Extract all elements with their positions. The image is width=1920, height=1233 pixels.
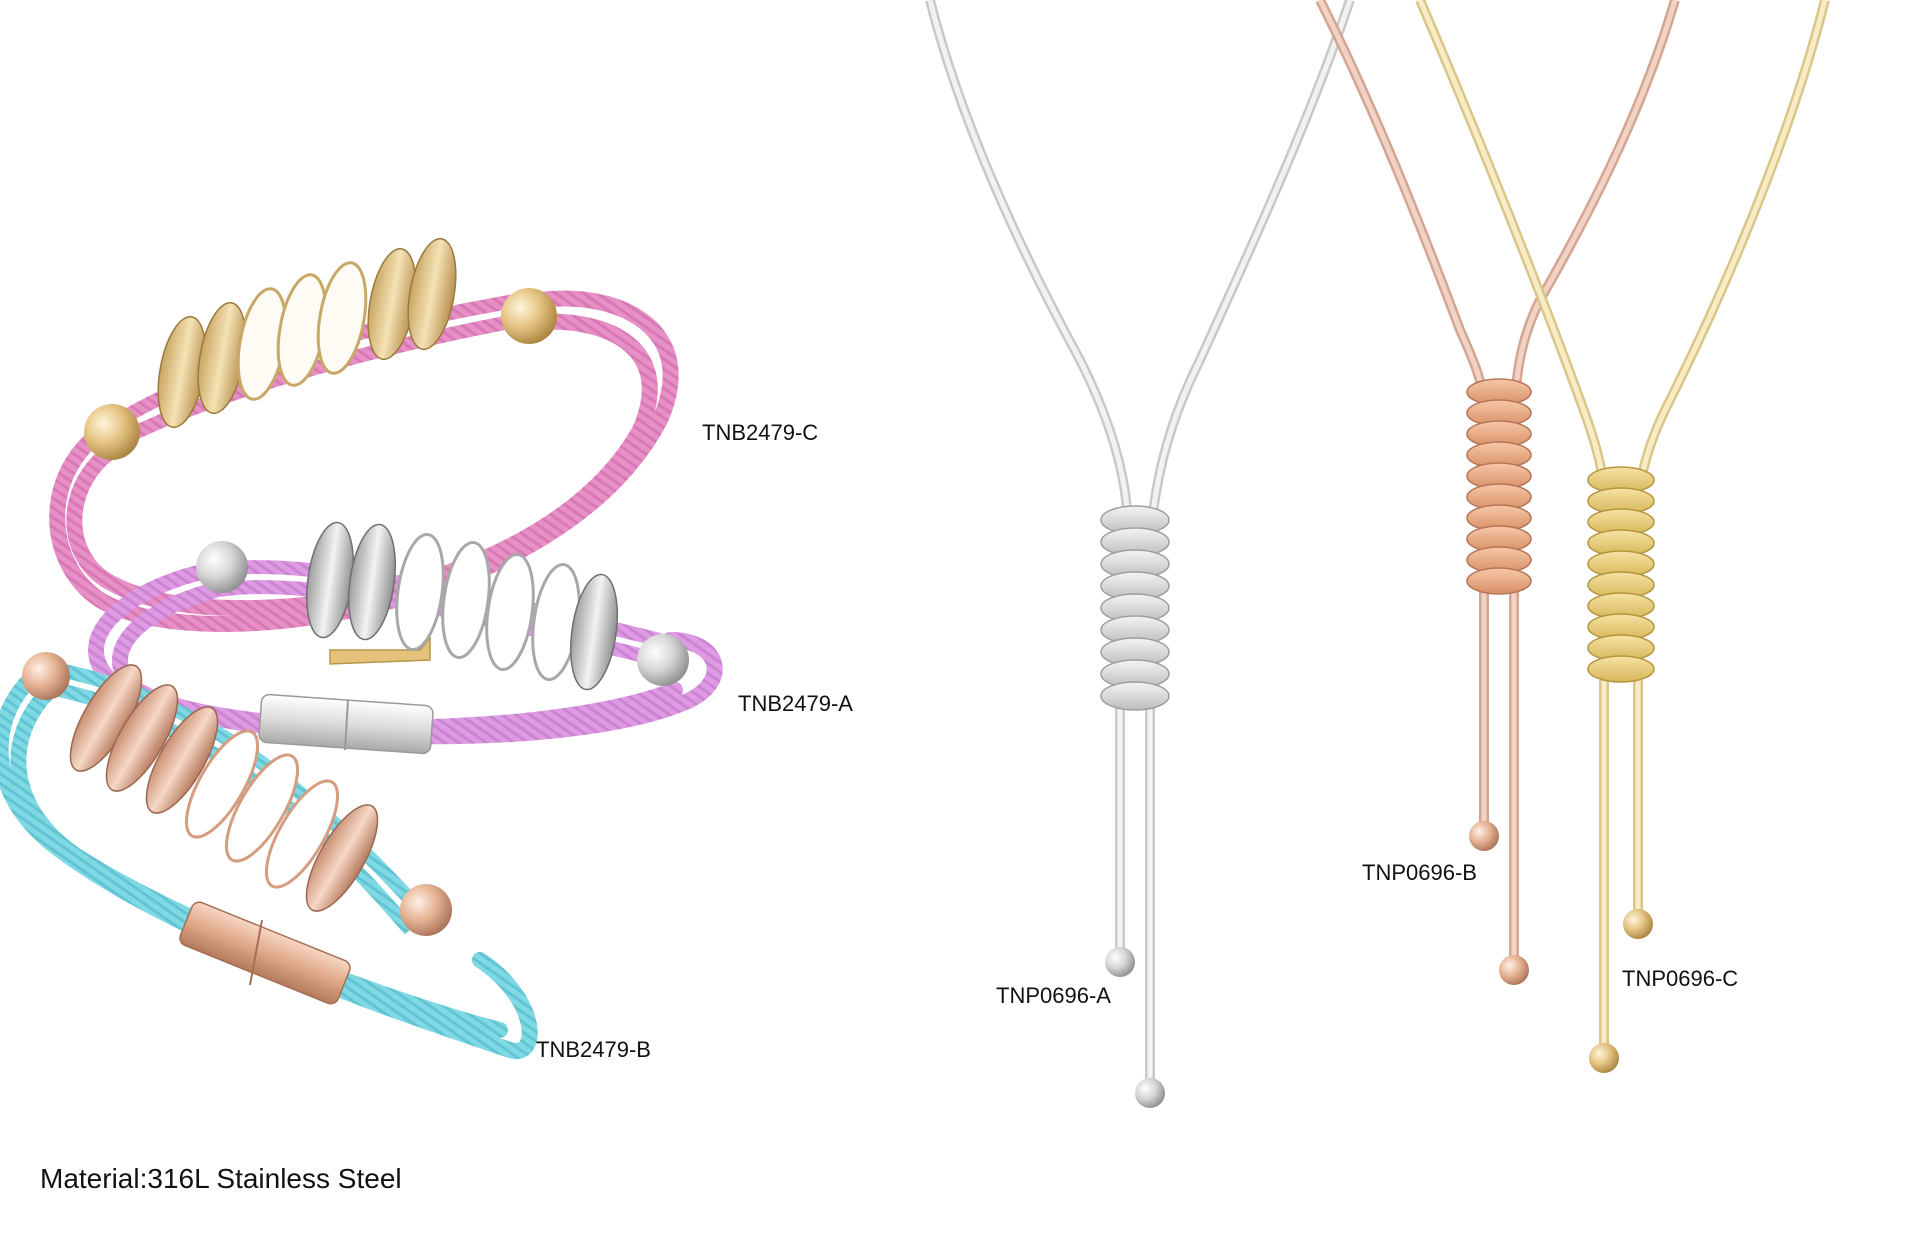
label-tnb2479-b: TNB2479-B [536,1037,651,1062]
necklace-tnp0696-c [1415,0,1830,1073]
bracelet-tnb2479-b [0,652,538,1059]
bracelet-c-leaves [157,237,457,429]
label-tnb2479-a: TNB2479-A [738,691,853,716]
bracelet-tnb2479-c [49,237,679,632]
bracelet-b-clasp [179,901,351,1005]
necklace-tnp0696-a [925,0,1355,1108]
necklace-tnp0696-b [1315,0,1680,985]
necklace-c-slider [1587,466,1655,683]
label-tnp0696-c: TNP0696-C [1622,966,1739,991]
label-tnb2479-c: TNB2479-C [702,420,819,445]
material-caption: Material:316L Stainless Steel [40,1163,402,1194]
bracelet-a-leaves [306,521,618,691]
label-tnp0696-b: TNP0696-B [1362,860,1477,885]
bracelet-tnb2479-a [88,521,723,755]
bracelet-b-leaves [69,664,379,912]
necklace-b-slider [1466,378,1532,595]
necklace-a-slider [1100,505,1170,711]
label-tnp0696-a: TNP0696-A [996,983,1111,1008]
bracelet-a-clasp [258,693,434,755]
